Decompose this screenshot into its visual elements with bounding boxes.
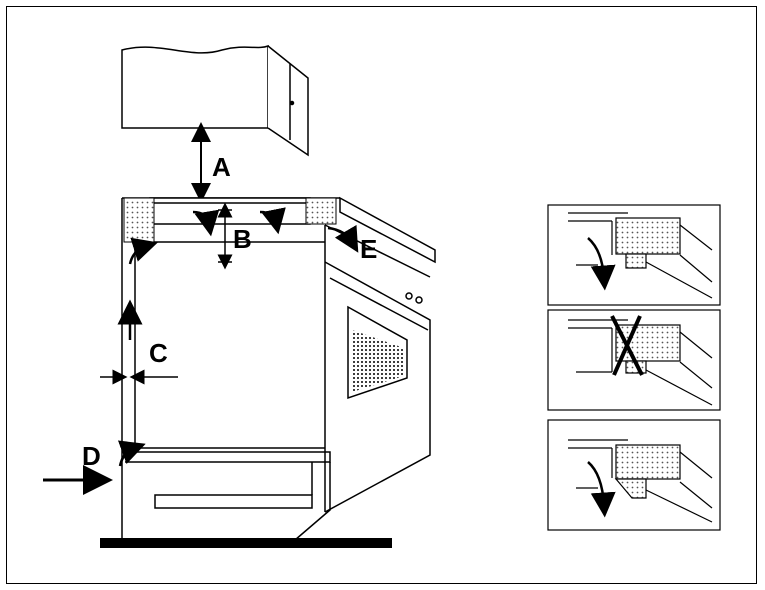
right-vent [305, 197, 337, 225]
label-d: D [82, 441, 101, 471]
wall-cabinet [121, 44, 309, 157]
oven-glass [352, 330, 404, 392]
diagram-frame [6, 6, 757, 584]
left-vent [123, 197, 155, 243]
label-a: A [212, 152, 231, 182]
label-c: C [149, 338, 168, 368]
detail-panel-2 [547, 309, 721, 411]
label-e: E [360, 234, 377, 264]
oven-unit [121, 196, 436, 541]
floor [100, 538, 392, 548]
airflow-arrows [117, 207, 359, 467]
detail-panel-1 [547, 204, 721, 306]
label-b: B [233, 224, 252, 254]
detail-panel-3 [547, 419, 721, 531]
distance-b-arrow [217, 202, 233, 270]
